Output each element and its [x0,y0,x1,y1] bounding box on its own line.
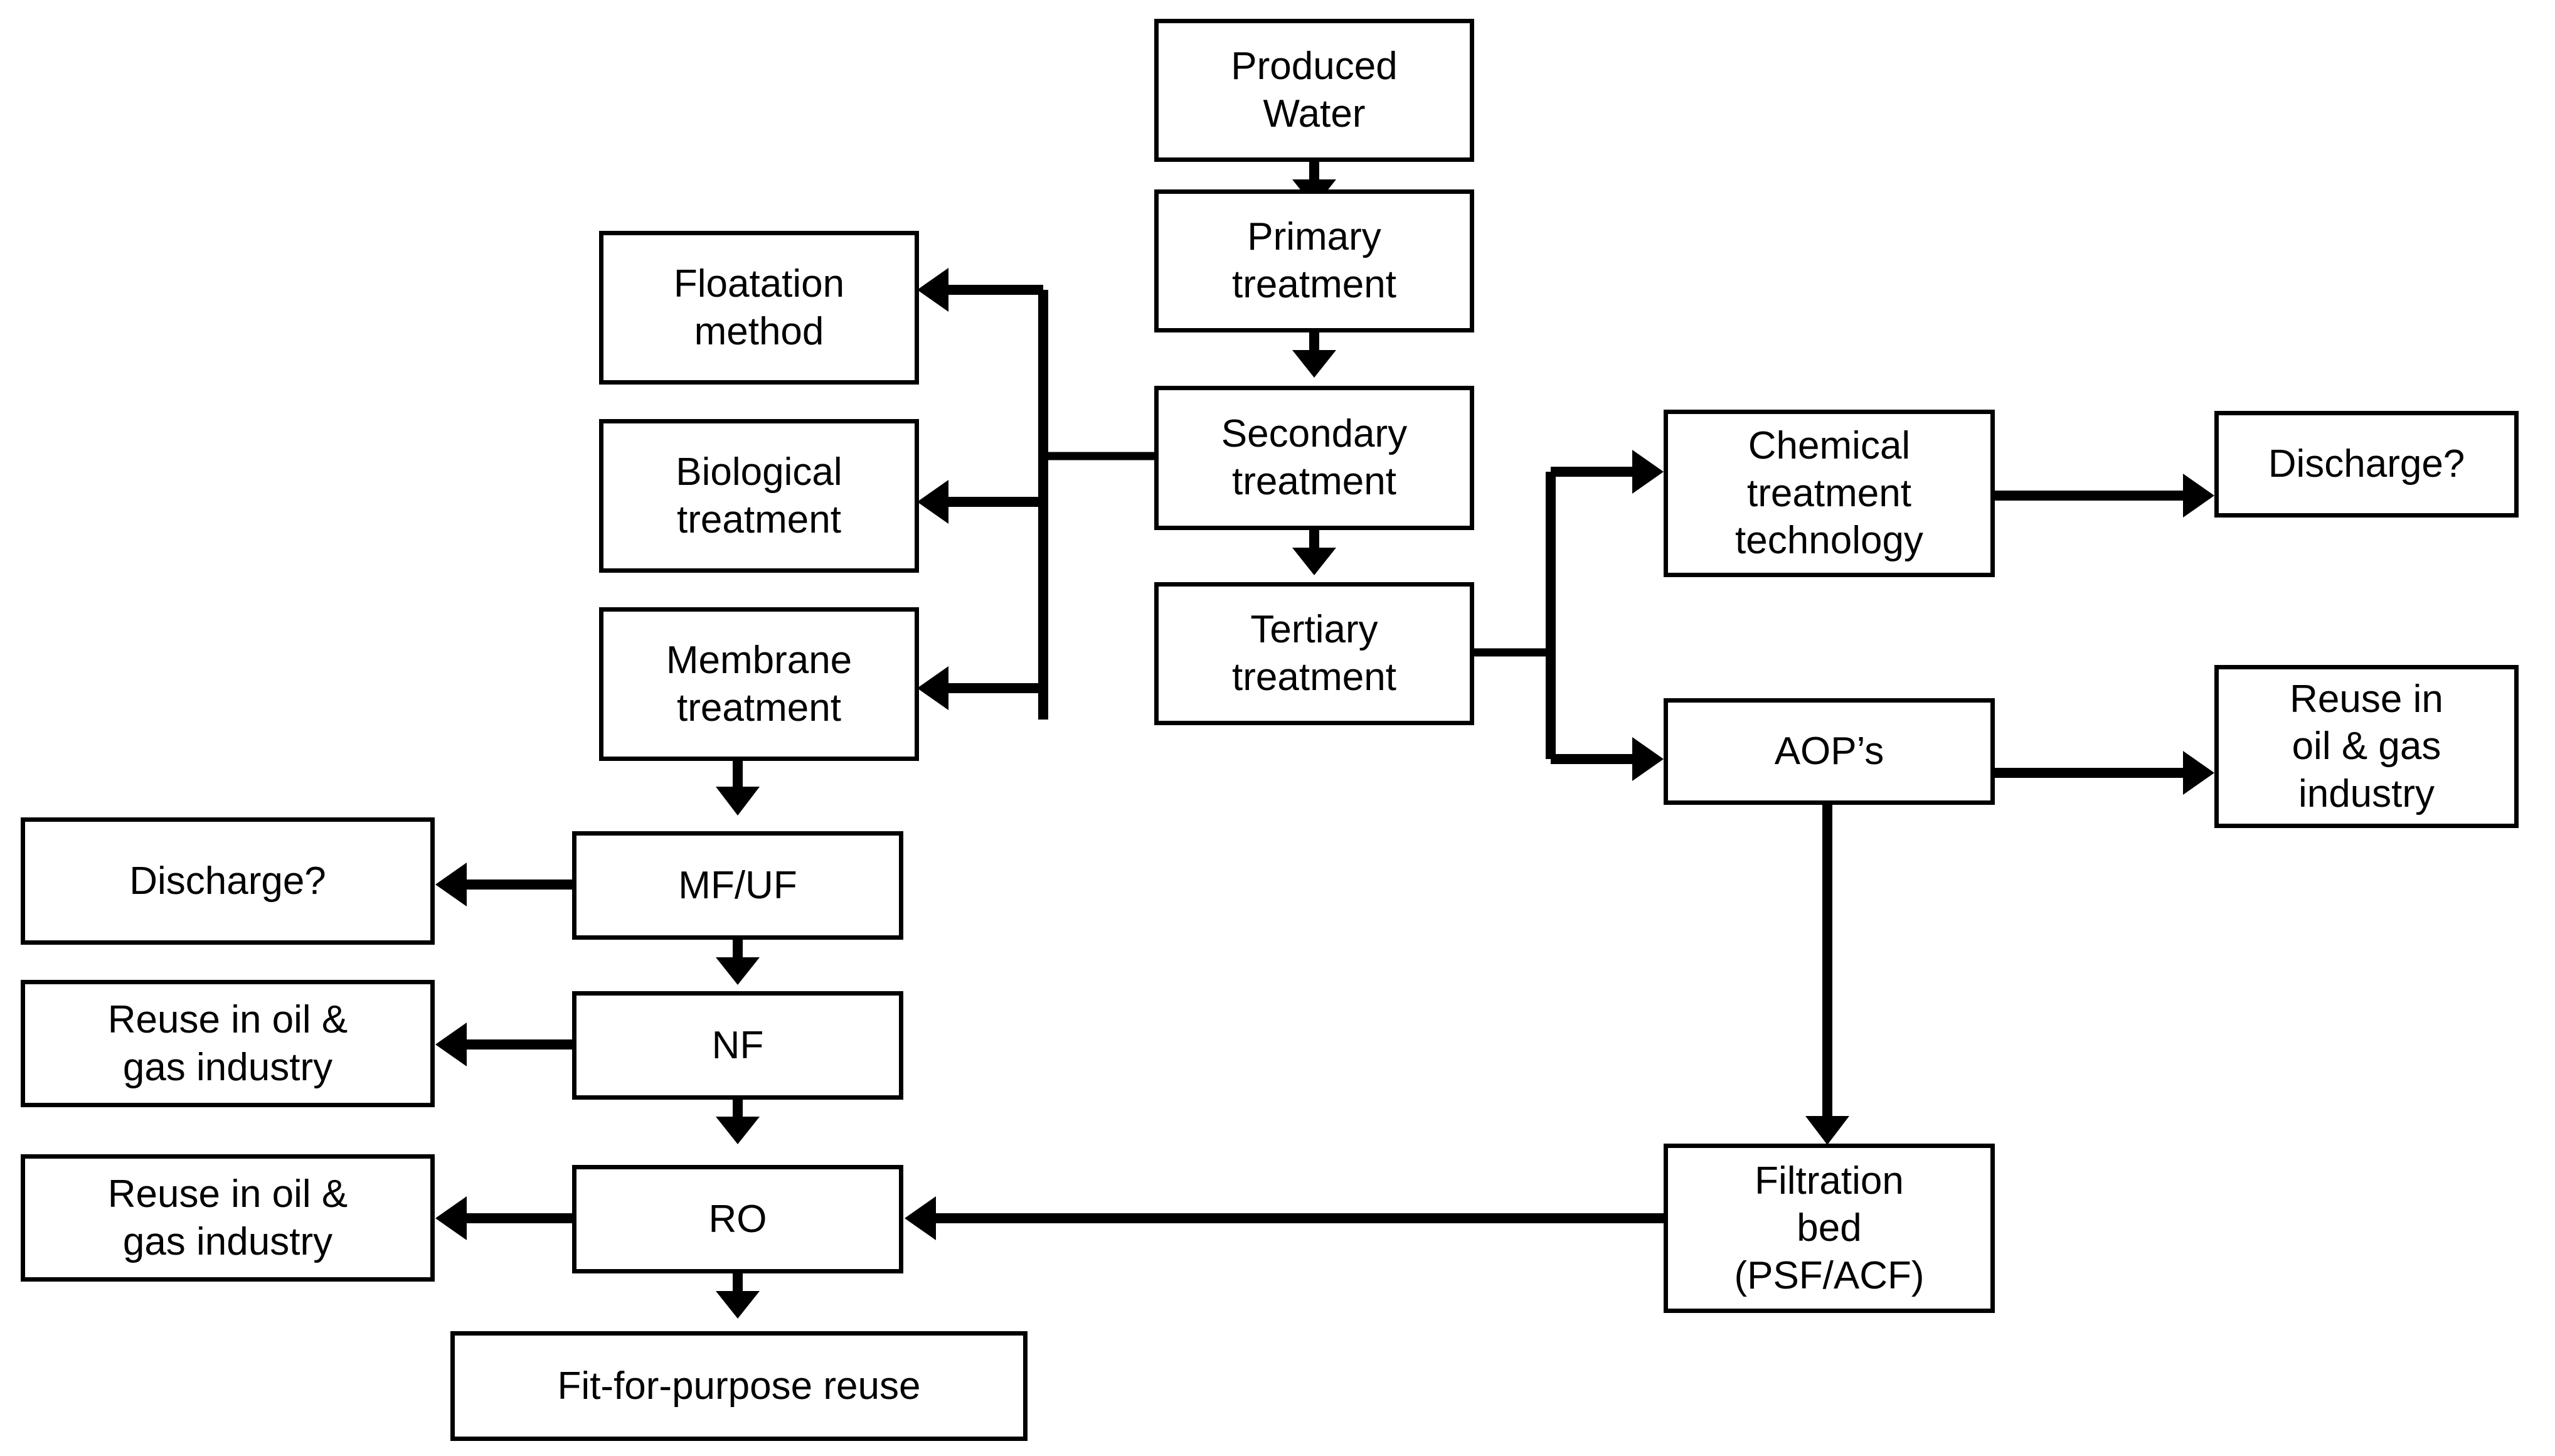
edge-aops-to-reuse [1995,751,2214,795]
node-label: Reuse in oil & gas industry [107,1172,348,1263]
edge-ro-to-reuse [435,1196,572,1240]
node-biological-treatment[interactable]: Biological treatment [599,419,919,573]
node-chemical-treatment-technology[interactable]: Chemical treatment technology [1664,410,1995,577]
node-label: Reuse in oil & gas industry [107,997,348,1089]
edge-primary-to-secondary [1292,332,1336,378]
node-produced-water[interactable]: Produced Water [1154,19,1474,162]
edge-mfuf-to-nf [716,940,760,985]
node-discharge-left[interactable]: Discharge? [21,817,435,945]
node-label: Secondary treatment [1221,412,1408,503]
node-label: Discharge? [2268,442,2465,486]
edge-mfuf-to-discharge [435,863,572,906]
node-label: Chemical treatment technology [1735,424,1923,563]
node-label: Biological treatment [676,450,842,541]
edge-chemical-to-discharge [1995,474,2214,518]
node-discharge-right[interactable]: Discharge? [2214,411,2519,518]
node-label: Filtration bed (PSF/ACF) [1734,1159,1925,1297]
node-filtration-bed[interactable]: Filtration bed (PSF/ACF) [1664,1144,1995,1313]
node-label: Primary treatment [1232,215,1396,306]
edge-nf-to-ro [716,1099,760,1144]
edge-trunk-to-floatation [917,268,1043,312]
edge-aops-to-filtration [1805,805,1849,1145]
edge-trunk-to-biological [917,480,1043,524]
node-label: AOP’s [1774,730,1884,773]
node-aops[interactable]: AOP’s [1664,698,1995,805]
node-primary-treatment[interactable]: Primary treatment [1154,189,1474,332]
edge-trunk-to-membrane [917,666,1043,710]
node-label: Reuse in oil & gas industry [2290,677,2443,816]
node-fit-for-purpose-reuse[interactable]: Fit-for-purpose reuse [450,1331,1028,1441]
edge-filtration-to-ro [905,1196,1664,1240]
edge-tertiary-to-right-trunk [1474,472,1556,759]
edge-trunk-to-chemical [1551,450,1664,494]
edge-secondary-to-left-trunk [1038,290,1154,720]
node-secondary-treatment[interactable]: Secondary treatment [1154,386,1474,530]
node-label: MF/UF [678,863,797,907]
node-ro[interactable]: RO [572,1165,903,1273]
node-label: RO [708,1197,767,1241]
node-nf[interactable]: NF [572,991,903,1100]
node-label: Floatation method [673,262,845,353]
node-mf-uf[interactable]: MF/UF [572,831,903,940]
node-label: Membrane treatment [666,638,853,730]
node-label: Tertiary treatment [1232,608,1396,699]
node-label: NF [711,1023,764,1067]
node-reuse-aops[interactable]: Reuse in oil & gas industry [2214,665,2519,828]
node-reuse-ro[interactable]: Reuse in oil & gas industry [21,1154,435,1282]
edge-nf-to-reuse [435,1023,572,1066]
edge-ro-to-fit-for-purpose [716,1273,760,1319]
edge-membrane-to-mfuf [716,759,760,816]
node-reuse-nf[interactable]: Reuse in oil & gas industry [21,980,435,1107]
node-label: Fit-for-purpose reuse [557,1364,921,1408]
node-label: Produced Water [1231,45,1398,136]
node-membrane-treatment[interactable]: Membrane treatment [599,607,919,761]
edge-secondary-to-tertiary [1292,530,1336,575]
node-tertiary-treatment[interactable]: Tertiary treatment [1154,582,1474,725]
node-label: Discharge? [129,859,326,903]
node-floatation-method[interactable]: Floatation method [599,231,919,385]
edge-trunk-to-aops [1551,737,1664,781]
